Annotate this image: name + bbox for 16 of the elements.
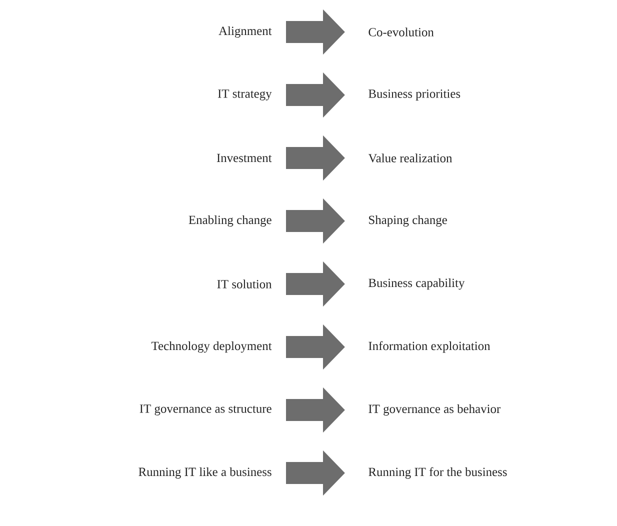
text-label: Shaping change <box>369 215 447 227</box>
text-label: Investment <box>216 154 272 162</box>
text-label: Enabling change <box>188 215 272 227</box>
text-label: Running IT for the business <box>368 467 507 479</box>
text-label: Technology deployment <box>152 341 272 353</box>
text-label: Information exploitation <box>368 341 490 353</box>
text-label: Business capability <box>368 278 465 290</box>
text-label: IT solution <box>217 280 272 288</box>
text-label: IT strategy <box>218 90 272 100</box>
text-label: IT governance as structure <box>140 404 272 416</box>
text-label: Running IT like a business <box>138 467 272 479</box>
text-label: Business priorities <box>368 90 460 100</box>
text-label: Co-evolution <box>368 28 434 36</box>
text-label: Alignment <box>218 26 272 38</box>
text-label: Value realization <box>368 154 452 162</box>
text-label: IT governance as behavior <box>368 404 501 416</box>
